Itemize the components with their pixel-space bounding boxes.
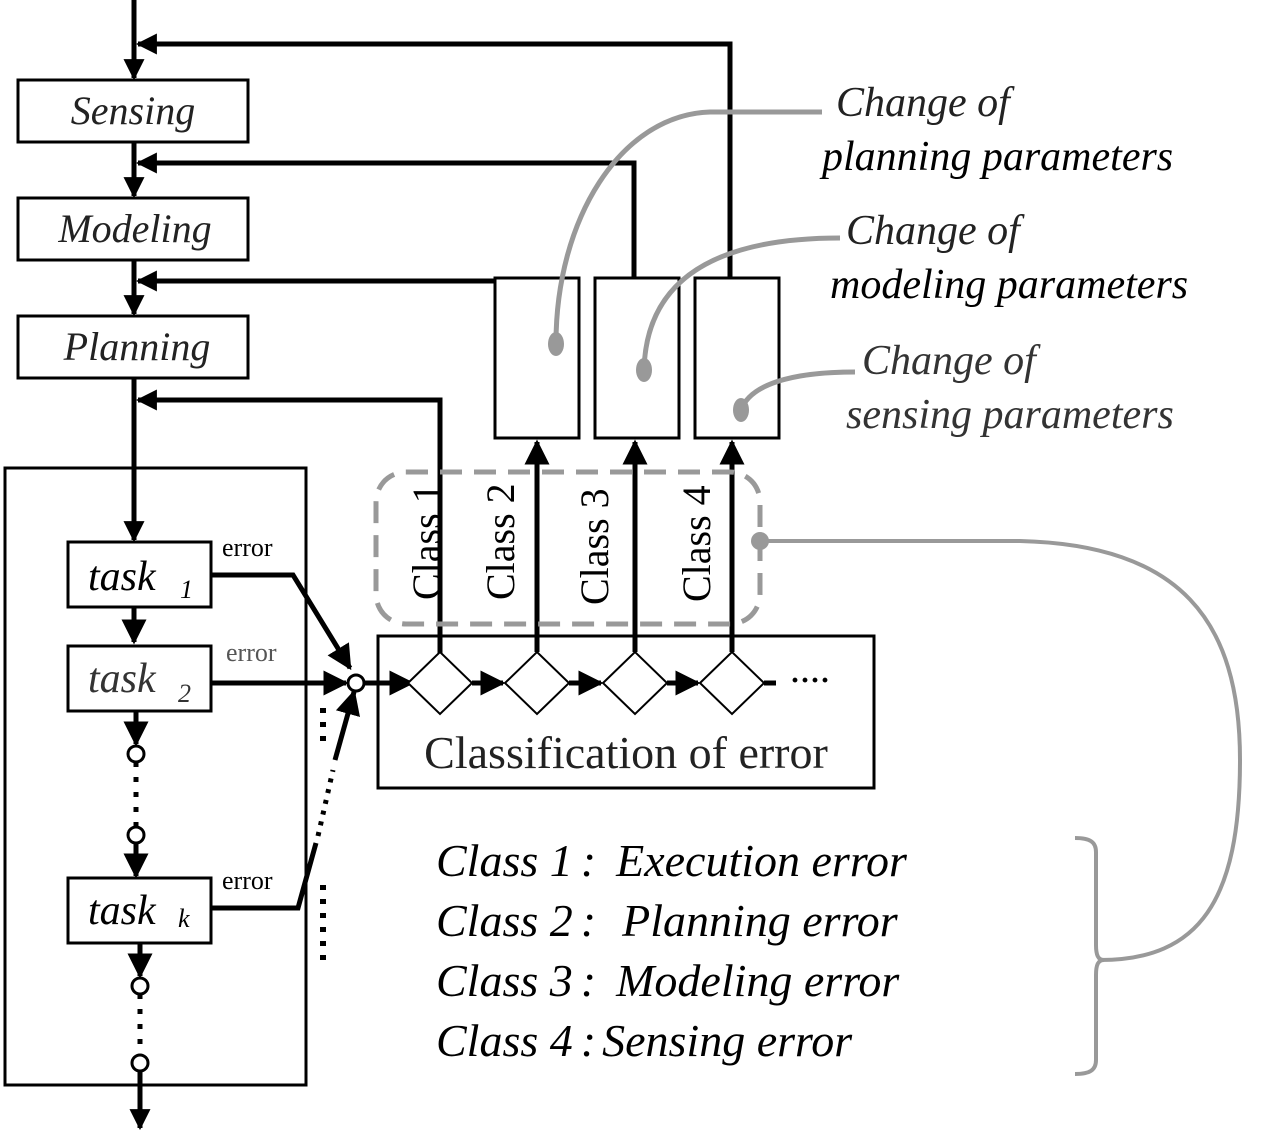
class-label: Class 3 [572,488,617,605]
svg-text:Class 1:Execution error: Class 1: Execution error [436,835,908,886]
legend-item: Class 4:Sensing error [436,1015,853,1066]
class-legend: Class 1: Execution error Class 2: Planning… [436,835,908,1066]
node-circle [126,744,146,764]
class-label: Class 1 [404,483,449,600]
task-subscript: 1 [180,575,193,604]
junction-node [346,673,366,693]
decision-diamond-class-2 [503,650,571,716]
feedback-to-task-execution [135,389,443,680]
task-subscript: k [178,904,190,933]
legend-separator: : [581,895,596,946]
task-label: task [88,554,157,600]
error-label: error [226,638,277,667]
annotation-texts: Change of planning parameters Change of … [819,80,1188,438]
legend-class: Class 3 [436,955,573,1006]
legend-separator: : [581,835,596,886]
taskk-error-line [211,842,319,911]
decision-diamonds [406,650,776,716]
svg-text:Class 2:Planning error: Class 2: Planning error [436,895,899,946]
task-subscript: 2 [178,679,191,708]
decision-diamond-class-4 [698,650,766,716]
node-circle [126,825,146,845]
feedback-to-sensing [135,33,733,278]
legend-class: Class 1 [436,835,573,886]
task-2: task 2 error [66,638,277,713]
task-1: task 1 error [66,533,273,609]
task-k: task k error [66,866,273,945]
param-change-boxes [493,276,781,440]
error-label: error [222,866,273,895]
modeling-annotation-line1: Change of [846,208,1025,254]
modeling-param-box [593,276,681,440]
modeling-callout-line [641,235,841,371]
svg-text:Class 3:Modeling error: Class 3: Modeling error [436,955,900,1006]
annotation-callouts [548,109,1243,1076]
class-label: Class 2 [478,483,523,600]
callout-dot [733,398,749,422]
decision-diamond-class-3 [601,650,669,716]
legend-brace [1074,836,1105,1076]
sensing-annotation-line2: sensing parameters [846,392,1174,438]
classification-title: Classification of error [424,727,828,778]
feedback-to-planning [135,270,540,292]
task-label: task [88,656,157,702]
taskk-error-arrow [332,689,360,761]
callout-dot [751,532,769,550]
decision-diamond-class-1 [406,650,474,716]
callout-dot [636,358,652,382]
legend-item: Class 1: Execution error [436,835,908,886]
stage-planning: Planning [16,314,250,380]
error-label: error [222,533,273,562]
legend-item: Class 3: Modeling error [436,955,900,1006]
classification-box: Classification of error ···· [376,634,876,790]
stage-label: Planning [63,324,211,369]
task1-error-line [211,572,353,671]
class-outputs [524,439,745,652]
legend-separator: : [581,1015,596,1066]
error-routing [211,572,415,965]
node-circle [130,1053,150,1073]
legend-class: Class 2 [436,895,573,946]
planning-param-box [493,276,581,440]
stage-label: Sensing [71,88,195,133]
node-circle [130,976,150,996]
stage-label: Modeling [57,206,211,251]
callout-dot [548,332,564,356]
legend-desc: Modeling error [615,955,900,1006]
legend-separator: : [581,955,596,1006]
class-labels: Class 1 Class 2 Class 3 Class 4 [404,483,719,605]
legend-class: Class 4 [436,1015,573,1066]
planning-callout-line [553,109,822,344]
planning-annotation-line2: planning parameters [819,134,1173,180]
class-label: Class 4 [674,485,719,602]
legend-desc: Execution error [615,835,908,886]
legend-desc: Sensing error [602,1015,853,1066]
continuation-dots: ···· [790,664,830,697]
legend-desc: Planning error [621,895,899,946]
svg-text:Class 4:Sensing error: Class 4:Sensing error [436,1015,853,1066]
taskk-error-dotted [315,769,336,837]
feedback-to-modeling [135,152,637,278]
task-label: task [88,888,157,934]
group-to-legend-connector [762,539,1243,962]
stage-modeling: Modeling [16,196,250,262]
stage-sensing: Sensing [16,78,250,144]
modeling-annotation-line2: modeling parameters [830,262,1188,308]
task-execution-box [3,466,308,1087]
legend-item: Class 2: Planning error [436,895,899,946]
sensing-annotation-line1: Change of [862,338,1041,384]
planning-annotation-line1: Change of [836,80,1015,126]
